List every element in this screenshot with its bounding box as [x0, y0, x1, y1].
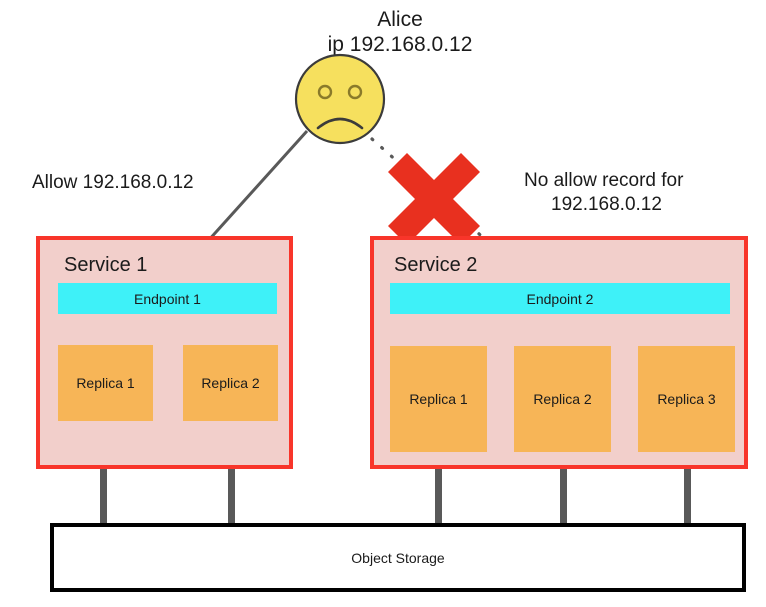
endpoint-box-2[interactable]: Endpoint 2	[390, 283, 730, 314]
object-storage-box[interactable]: Object Storage	[50, 523, 746, 592]
actor-name-label: Alice	[377, 8, 423, 31]
red-x-icon	[388, 153, 480, 245]
endpoint-box-1[interactable]: Endpoint 1	[58, 283, 277, 314]
replica-box-s1-r2[interactable]: Replica 2	[183, 345, 278, 421]
replica-box-s2-r2[interactable]: Replica 2	[514, 346, 611, 452]
replica-label-s1-r2: Replica 2	[201, 375, 260, 391]
replica-box-s2-r3[interactable]: Replica 3	[638, 346, 735, 452]
deny-record-label-line2: 192.168.0.12	[551, 194, 662, 215]
replica-box-s2-r1[interactable]: Replica 1	[390, 346, 487, 452]
replica-label-s2-r1: Replica 1	[409, 391, 468, 407]
actor-ip-label: ip 192.168.0.12	[327, 33, 473, 56]
deny-record-label-line1: No allow record for	[524, 170, 684, 191]
service-title-1: Service 1	[64, 254, 148, 276]
replica-label-s2-r2: Replica 2	[533, 391, 592, 407]
object-storage-label: Object Storage	[351, 549, 445, 566]
service-title-2: Service 2	[394, 254, 478, 276]
endpoint-label-1: Endpoint 1	[134, 290, 201, 307]
replica-label-s1-r1: Replica 1	[76, 375, 135, 391]
replica-box-s1-r1[interactable]: Replica 1	[58, 345, 153, 421]
replica-label-s2-r3: Replica 3	[657, 391, 716, 407]
allow-record-label: Allow 192.168.0.12	[32, 172, 194, 193]
endpoint-label-2: Endpoint 2	[526, 290, 594, 307]
sad-face-icon	[294, 53, 386, 145]
